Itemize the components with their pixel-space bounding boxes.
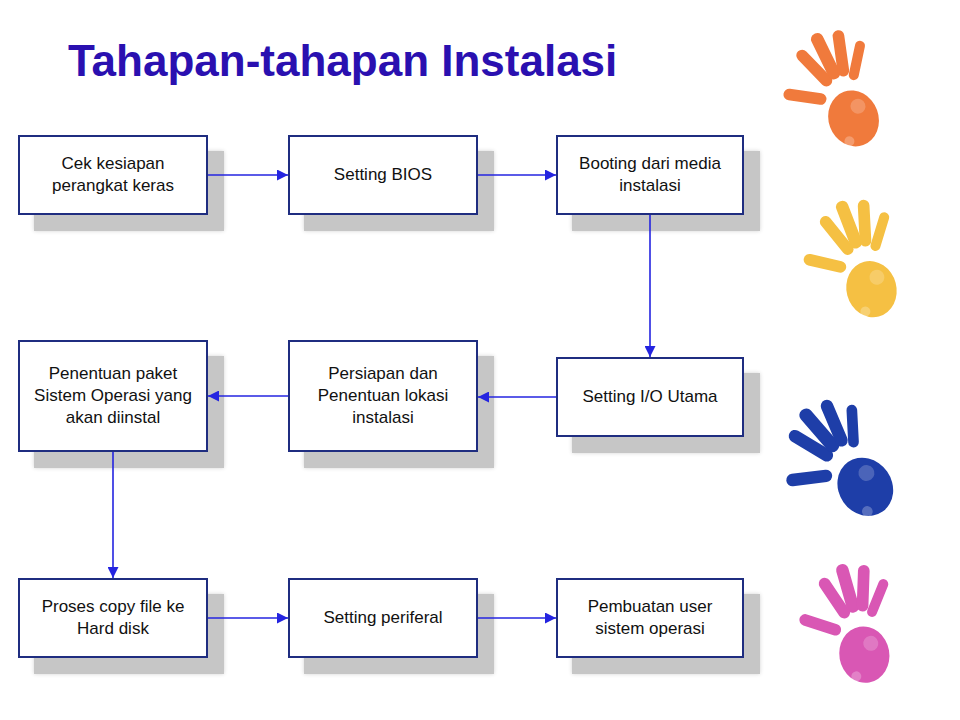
flow-arrow [649, 215, 651, 357]
process-box: Setting periferal [288, 578, 478, 658]
step-label: Booting dari media instalasi [570, 153, 730, 197]
step-label: Setting BIOS [334, 164, 432, 186]
hand-print [755, 382, 915, 548]
step-label: Setting periferal [323, 607, 442, 629]
process-box: Setting I/O Utama [556, 357, 744, 437]
step-label: Proses copy file ke Hard disk [32, 596, 194, 640]
step-label: Cek kesiapan perangkat keras [32, 153, 194, 197]
flow-arrow [208, 617, 288, 619]
process-box: Pembuatan user sistem operasi [556, 578, 744, 658]
step-label: Penentuan paket Sistem Operasi yang akan… [32, 363, 194, 429]
process-box: Booting dari media instalasi [556, 135, 744, 215]
flow-arrow [112, 452, 114, 578]
flow-arrow [478, 396, 556, 398]
flow-arrow [208, 395, 288, 397]
hand-print [789, 556, 907, 693]
process-box: Setting BIOS [288, 135, 478, 215]
process-box: Penentuan paket Sistem Operasi yang akan… [18, 340, 208, 452]
process-box: Proses copy file ke Hard disk [18, 578, 208, 658]
hand-print [765, 18, 899, 166]
step-label: Setting I/O Utama [582, 386, 717, 408]
hand-print [789, 189, 915, 332]
process-box: Persiapan dan Penentuan lokasi instalasi [288, 340, 478, 452]
slide-title: Tahapan-tahapan Instalasi [68, 36, 617, 86]
flow-arrow [478, 617, 556, 619]
step-label: Pembuatan user sistem operasi [570, 596, 730, 640]
step-label: Persiapan dan Penentuan lokasi instalasi [302, 363, 464, 429]
flow-arrow [208, 174, 288, 176]
flow-arrow [478, 174, 556, 176]
process-box: Cek kesiapan perangkat keras [18, 135, 208, 215]
